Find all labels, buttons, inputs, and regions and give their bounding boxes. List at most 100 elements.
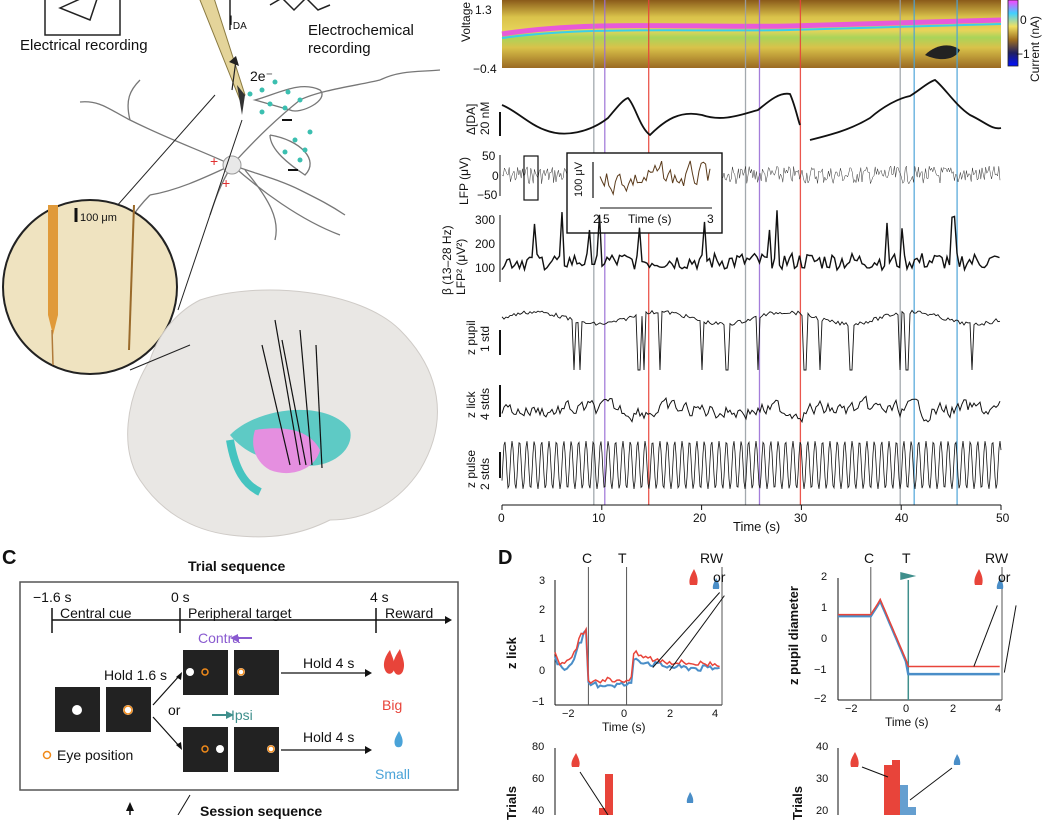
lick-big-trace bbox=[554, 626, 720, 685]
lick-xlabel: Time (s) bbox=[602, 720, 646, 734]
pupil-ytick-neg2: −2 bbox=[814, 693, 827, 705]
panel-c: C Trial sequence −1.6 s 0 s 4 s bbox=[0, 545, 470, 819]
time-4: 4 s bbox=[370, 589, 389, 605]
trial-sequence-diagram bbox=[19, 581, 459, 815]
heatmap-blob bbox=[925, 45, 960, 60]
pulse-label: z pulse bbox=[464, 449, 478, 488]
panel-b-traces bbox=[499, 0, 1019, 510]
pupil-xtick-0: 0 bbox=[903, 703, 910, 715]
panel-b: Voltage 1.3 −0.4 Current (nA) 0 −1 Δ[DA]… bbox=[440, 0, 1050, 545]
trial-sequence-title: Trial sequence bbox=[188, 558, 286, 574]
lick-small-trace bbox=[554, 627, 720, 689]
magnified-electrode-view bbox=[2, 199, 178, 375]
or-label: or bbox=[168, 702, 181, 718]
da-trace bbox=[501, 92, 801, 137]
lick-pointer-big bbox=[652, 592, 720, 668]
pulse-trace bbox=[501, 440, 1002, 490]
small-label: Small bbox=[375, 766, 411, 782]
x-axis-label: Time (s) bbox=[733, 519, 781, 534]
x-tick-30: 30 bbox=[794, 511, 808, 525]
hold-4-label-contra: Hold 4 s bbox=[303, 655, 355, 671]
heatmap-band-cyan bbox=[501, 23, 1002, 39]
hist-left-pointer bbox=[579, 771, 609, 815]
pupil-scale: 1 std bbox=[478, 325, 492, 352]
colorbar-label: Current (nA) bbox=[1028, 15, 1042, 82]
x-tick-0: 0 bbox=[498, 511, 505, 525]
scale-bar-label: 100 μm bbox=[80, 212, 117, 224]
lick-label: z lick bbox=[464, 391, 478, 418]
lick-ytick-1: 1 bbox=[539, 633, 546, 645]
eye-position-label: Eye position bbox=[57, 747, 134, 763]
pupil-xlabel: Time (s) bbox=[885, 715, 929, 729]
lick-ytick-neg1: −1 bbox=[532, 696, 545, 708]
lfp-tick-0: 0 bbox=[492, 169, 499, 183]
phase-reward: Reward bbox=[385, 605, 434, 621]
lick-marker-t: T bbox=[618, 550, 627, 566]
pupil-ylabel: z pupil diameter bbox=[786, 586, 801, 685]
lick-marker-rw: RW bbox=[700, 550, 724, 566]
ida-label: IDA bbox=[229, 12, 247, 32]
voltage-label: Voltage bbox=[459, 1, 473, 42]
hist-right-bar-1 bbox=[884, 765, 892, 815]
panel-c-letter: C bbox=[2, 547, 17, 569]
beta-tick-200: 200 bbox=[475, 237, 496, 251]
hist-left-ytick-60: 60 bbox=[532, 773, 545, 785]
hist-left-ytick-40: 40 bbox=[532, 805, 545, 817]
pupil-marker-c: C bbox=[864, 550, 875, 566]
pupil-ytick-2: 2 bbox=[821, 571, 828, 583]
dopamine-molecules bbox=[247, 79, 313, 163]
lfp-tick-neg50: −50 bbox=[477, 188, 498, 202]
lick-small-reward-icon bbox=[712, 578, 720, 589]
electron-label: 2e⁻ bbox=[250, 68, 273, 84]
electrical-recording-label: Electrical recording bbox=[20, 37, 148, 54]
phase-peripheral-target: Peripheral target bbox=[188, 605, 292, 621]
inset-x-end: 3 bbox=[707, 212, 714, 226]
da-trace-2 bbox=[809, 79, 1002, 141]
hist-right-big-icon bbox=[850, 752, 859, 767]
time-neg1-6: −1.6 s bbox=[33, 589, 72, 605]
panel-d-letter: D bbox=[498, 547, 513, 569]
lick-xtick-4: 4 bbox=[712, 708, 719, 720]
hold-4-label-ipsi: Hold 4 s bbox=[303, 729, 355, 745]
pupil-xtick-neg2: −2 bbox=[845, 703, 858, 715]
pupil-pointer-big bbox=[973, 605, 998, 667]
lfp-label: LFP (μV) bbox=[457, 156, 471, 205]
panel-d-plots bbox=[554, 567, 1017, 815]
lfp-tick-50: 50 bbox=[482, 149, 496, 163]
hist-left-ytick-80: 80 bbox=[532, 741, 545, 753]
hist-right-ytick-20: 20 bbox=[816, 805, 829, 817]
pupil-small-trace bbox=[838, 598, 1000, 676]
pupil-trace bbox=[501, 309, 1001, 371]
pupil-pointer-small bbox=[1003, 605, 1017, 673]
lick-xtick-neg2: −2 bbox=[562, 708, 575, 720]
lick-ylabel: z lick bbox=[504, 637, 519, 669]
inset-x-start: 2.5 bbox=[593, 212, 610, 226]
pupil-marker-rw: RW bbox=[985, 550, 1009, 566]
svg-text:+: + bbox=[210, 153, 218, 169]
svg-text:+: + bbox=[222, 175, 230, 191]
pupil-big-reward-icon bbox=[974, 569, 983, 585]
recording-tracks bbox=[261, 319, 323, 469]
pupil-ytick-1: 1 bbox=[821, 602, 828, 614]
hist-right-bar-3 bbox=[900, 785, 908, 815]
beta-label-2: LFP² (μV²) bbox=[454, 238, 468, 295]
recording-illustration: + + bbox=[2, 0, 441, 538]
electrical-recording-box bbox=[44, 0, 121, 36]
voltage-bottom-tick: −0.4 bbox=[473, 62, 497, 76]
pupil-marker-t: T bbox=[902, 550, 911, 566]
big-label: Big bbox=[382, 697, 403, 713]
colorbar bbox=[1007, 0, 1019, 67]
lfp-inset-trace bbox=[599, 160, 711, 196]
beta-tick-300: 300 bbox=[475, 213, 496, 227]
pupil-label: z pupil bbox=[464, 320, 478, 355]
electrochemical-recording-label: Electrochemical recording bbox=[308, 22, 414, 57]
phase-central-cue: Central cue bbox=[60, 605, 132, 621]
lick-xtick-2: 2 bbox=[667, 708, 674, 720]
pupil-xtick-2: 2 bbox=[950, 703, 957, 715]
pupil-arrow-icon bbox=[900, 572, 917, 580]
da-label: Δ[DA] bbox=[464, 103, 478, 135]
hist-right-ytick-30: 30 bbox=[816, 773, 829, 785]
lick-pointer-small bbox=[669, 595, 725, 671]
hist-right-ytick-40: 40 bbox=[816, 741, 829, 753]
neuron-icon bbox=[79, 69, 441, 241]
